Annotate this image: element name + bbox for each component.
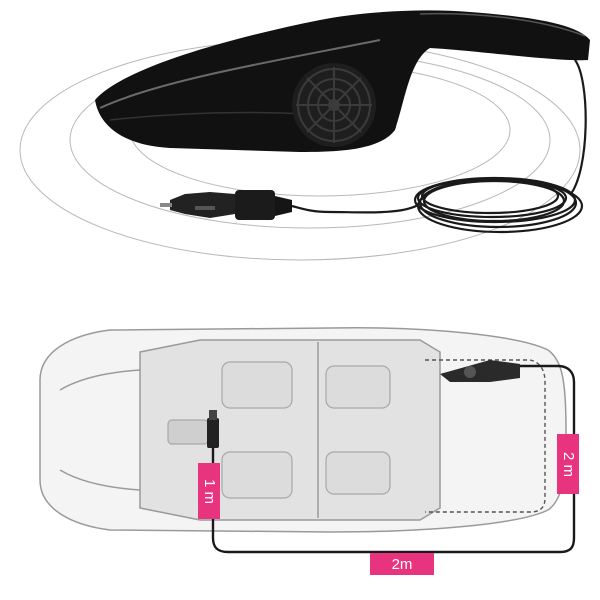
- bottom-cable-length-text: 2m: [391, 555, 413, 573]
- front-cable-length-label: 1 m: [198, 463, 220, 519]
- lighter-plug-icon: [160, 190, 292, 220]
- dashboard-plug-icon: [207, 410, 219, 448]
- front-cable-length-text: 1 m: [200, 478, 218, 504]
- coiled-cable: [291, 59, 587, 234]
- trunk-area: [425, 359, 546, 513]
- trunk-vacuum-icon: [440, 360, 520, 382]
- vacuum-scene: [19, 10, 590, 261]
- car-top-view: [39, 327, 567, 533]
- car-seats: [167, 361, 391, 499]
- fan-grille-icon: [292, 63, 376, 147]
- bottom-cable-length-label: 2m: [370, 553, 434, 575]
- rear-cable-length-text: 2 m: [559, 451, 577, 477]
- rear-cable-length-label: 2 m: [557, 434, 579, 494]
- cable-route: [211, 364, 576, 554]
